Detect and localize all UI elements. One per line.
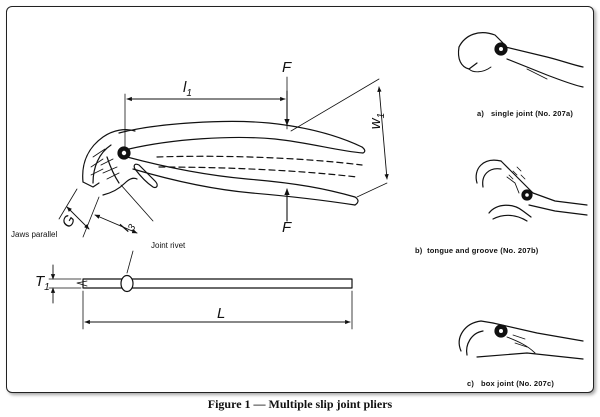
t1-label: T1 xyxy=(35,273,50,293)
figure-caption: Figure 1 — Multiple slip joint pliers xyxy=(207,397,393,411)
joint-c-label: box joint (No. 207c) xyxy=(480,379,555,388)
joint-a-letter: a) xyxy=(477,109,485,118)
joint-b-label: tongue and groove (No. 207b) xyxy=(427,246,539,255)
force-bottom-label: F xyxy=(282,219,292,236)
pliers-drawing xyxy=(48,32,588,360)
joint-b-letter: b) xyxy=(415,246,423,255)
pliers-edge-view xyxy=(48,250,353,330)
joint-rivet-label: Joint rivet xyxy=(151,241,186,250)
l1-dimension xyxy=(124,76,288,148)
joint-c-drawing xyxy=(458,320,584,360)
w1-label: w1 xyxy=(367,112,388,130)
w1-dimension xyxy=(290,78,389,198)
joint-c-caption: c) box joint (No. 207c) xyxy=(467,379,554,388)
joint-a-label: single joint (No. 207a) xyxy=(490,109,574,118)
joint-c-letter: c) xyxy=(467,379,475,388)
joint-b-drawing xyxy=(475,159,588,222)
l1-label: l1 xyxy=(183,79,192,99)
joint-a-caption: a) single joint (No. 207a) xyxy=(477,109,573,118)
jaws-parallel-label: Jaws parallel xyxy=(11,230,58,239)
joint-b-caption: b) tongue and groove (No. 207b) xyxy=(415,246,539,255)
figure-frame: l1 F F w1 G l3 Jaws parallel Joint rivet… xyxy=(6,6,594,393)
g-l3-dimension xyxy=(58,184,154,238)
pliers-side-view xyxy=(82,120,366,206)
joint-a-drawing xyxy=(457,32,584,88)
overall-length-label: L xyxy=(217,305,226,322)
force-top-label: F xyxy=(282,59,292,76)
